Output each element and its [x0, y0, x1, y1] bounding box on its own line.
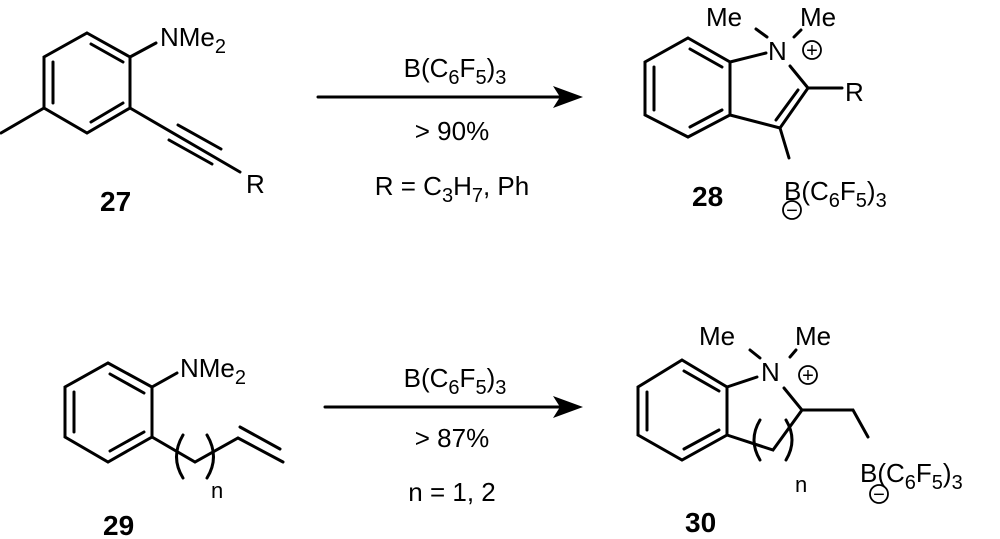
compound-30: n Me Me N + B(C6​F5​)3​ − 30 — [636, 321, 963, 538]
yield-label: > 90% — [415, 116, 489, 146]
compound-label: 28 — [692, 181, 723, 212]
arrow-head — [553, 396, 583, 418]
benzene-ring — [636, 358, 729, 462]
compound-label: 30 — [685, 507, 716, 538]
compound-29: NMe2​ n 29 — [63, 353, 285, 539]
compound-27: NMe2​ R 27 — [0, 22, 265, 217]
svg-text:−: − — [786, 200, 798, 222]
nitrogen-label: N — [768, 36, 787, 66]
r-label: R — [246, 169, 265, 199]
repeat-bracket-right — [784, 418, 794, 462]
benzene-ring — [63, 361, 154, 464]
methylene-bond — [800, 408, 870, 439]
repeat-bracket-left — [175, 433, 185, 480]
reaction-arrow-1: B(C6​F5​)3​ > 90% R = C3​H7​, Ph — [316, 53, 583, 207]
reaction-arrow-2: B(C6​F5​)3​ > 87% n = 1, 2 — [323, 363, 583, 507]
compound-label: 27 — [100, 186, 131, 217]
methyl-label-right: Me — [795, 321, 831, 351]
amine-label: NMe2​ — [160, 22, 226, 58]
arrow-head — [553, 86, 583, 108]
methyl-bond — [0, 106, 46, 135]
svg-text:+: + — [802, 365, 814, 387]
alkyne-bond — [128, 106, 242, 174]
svg-text:+: + — [806, 40, 818, 62]
repeat-bracket-left — [752, 418, 762, 462]
borate-label: B(C6​F5​)3​ — [860, 458, 963, 494]
repeat-index: n — [795, 472, 807, 497]
plus-charge-icon — [802, 40, 822, 60]
nitrogen-label: N — [761, 357, 780, 387]
condition-label: R = C3​H7​, Ph — [375, 171, 529, 207]
minus-charge-icon — [782, 200, 802, 220]
compound-28: R Me Me N + B(C6​F5​)3​ − 28 — [643, 2, 887, 222]
alkenyl-chain — [150, 435, 285, 464]
condition-label: n = 1, 2 — [408, 477, 495, 507]
repeat-bracket-right — [205, 433, 215, 480]
minus-charge-icon — [869, 484, 889, 504]
repeat-index: n — [211, 478, 223, 503]
compound-label: 29 — [103, 510, 134, 539]
benzene-ring — [643, 36, 732, 139]
ring-chain — [725, 386, 804, 452]
r-label: R — [845, 77, 864, 107]
amine-label: NMe2​ — [180, 353, 246, 389]
reagent-label: B(C6​F5​)3​ — [404, 53, 507, 89]
methyl-label-right: Me — [800, 2, 836, 32]
plus-charge-icon — [798, 365, 818, 385]
reagent-label: B(C6​F5​)3​ — [404, 363, 507, 399]
benzene-ring — [42, 31, 132, 135]
methyl-label-left: Me — [699, 321, 735, 351]
svg-text:−: − — [873, 484, 885, 506]
yield-label: > 87% — [415, 423, 489, 453]
methyl-label-left: Me — [706, 2, 742, 32]
